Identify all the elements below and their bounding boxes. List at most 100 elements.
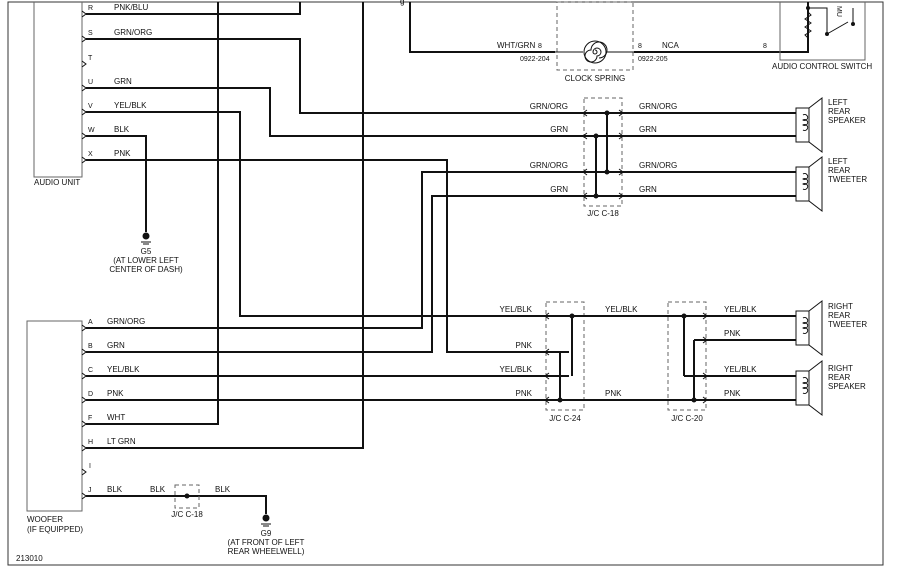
junction-label: J/C C-24: [549, 414, 581, 423]
wire-u-grn: [86, 87, 584, 137]
figure-id: 213010: [16, 554, 43, 563]
pin-letter: V: [88, 103, 93, 110]
c18-out-wire: GRN: [639, 185, 657, 194]
junction-box: [667, 301, 707, 411]
clock-spring-box: [556, 1, 634, 71]
woofer-box: [26, 320, 83, 512]
pin-letter: T: [88, 55, 93, 62]
woofer-label: WOOFER: [27, 515, 63, 524]
wire-f-wht: [86, 2, 219, 425]
clock-spring-left-pin: 8: [538, 43, 542, 50]
splice-dot: [604, 169, 610, 175]
c24-in-wire: YEL/BLK: [500, 365, 533, 374]
wire-switch: [766, 2, 809, 53]
junction-label: J/C C-18: [587, 209, 619, 218]
speaker-label-2: REAR: [828, 373, 850, 382]
pin-letter: C: [88, 367, 93, 374]
splice-dot: [593, 193, 599, 199]
speaker-label-2: REAR: [828, 166, 850, 175]
switch-trace: [808, 7, 828, 34]
speaker-coil-icon: [802, 377, 809, 394]
c20-out-wire: YEL/BLK: [724, 305, 757, 314]
splice-dot: [569, 313, 575, 319]
left-rear-tweeter: LEFT REAR TWEETER: [795, 155, 867, 213]
c24-c20-top-wire: YEL/BLK: [605, 305, 638, 314]
wire-label: BLK: [107, 485, 123, 494]
pin-letter: A: [88, 319, 93, 326]
woofer-pin-i: I: [89, 463, 91, 470]
pin-letter: D: [88, 391, 93, 398]
clock-spring-outer: [583, 40, 607, 64]
wire-label: YEL/BLK: [107, 365, 140, 374]
speaker-label-1: RIGHT: [828, 302, 853, 311]
wire-x-pnk: [86, 159, 545, 353]
speaker-coil-icon: [802, 317, 809, 334]
wire-wht-grn: [409, 2, 555, 53]
ground-icon: [142, 232, 150, 240]
left-rear-speaker: LEFT REAR SPEAKER: [795, 96, 866, 154]
pin-letter: H: [88, 439, 93, 446]
pin-letter: S: [88, 30, 93, 37]
audio-control-switch-label: AUDIO CONTROL SWITCH: [772, 62, 872, 71]
audio-unit: AUDIO UNIT R PNK/BLU S GRN/ORG T U GRN V…: [33, 2, 152, 187]
ground-symbol: [141, 241, 151, 245]
clock-spring-left-connector: 0922-204: [520, 56, 550, 63]
junction-c20: J/C C-20 YEL/BLK PNK YEL/BLK PNK: [667, 301, 796, 423]
woofer-connector-marks: [81, 324, 87, 500]
junction-c18-top: J/C C-18 GRN/ORG GRN GRN/ORG GRN GRN/ORG…: [530, 97, 796, 218]
wire-label: BLK: [114, 125, 130, 134]
wire-h-lt-grn: [86, 2, 364, 449]
pin-letter: U: [88, 79, 93, 86]
woofer-pin-h: H LT GRN: [88, 437, 136, 446]
speaker-label-3: SPEAKER: [828, 116, 866, 125]
wire-label: GRN: [114, 77, 132, 86]
speaker-label-1: RIGHT: [828, 364, 853, 373]
audio-unit-pin-s: S GRN/ORG: [88, 28, 152, 37]
audio-unit-connector-marks: [81, 10, 87, 164]
ground-g5-location-2: CENTER OF DASH): [109, 265, 183, 274]
woofer-pin-c: C YEL/BLK: [88, 365, 140, 374]
pin-letter: B: [88, 343, 93, 350]
junction-box: [583, 97, 623, 207]
audio-control-switch-box: [779, 2, 866, 61]
c24-in-wire: YEL/BLK: [500, 305, 533, 314]
splice-dot: [691, 397, 697, 403]
junction-connector-marks: [702, 312, 708, 404]
audio-unit-box: [33, 2, 83, 178]
ground-g9: G9 (AT FRONT OF LEFT REAR WHEELWELL): [228, 514, 305, 556]
wire-s-grn-org: [86, 38, 584, 114]
junction-connector-marks: [582, 109, 624, 200]
clock-spring-icon: [584, 41, 608, 63]
splice-dot: [184, 493, 190, 499]
c18-out-wire: GRN/ORG: [639, 102, 677, 111]
wire-label: PNK/BLU: [114, 3, 148, 12]
top-clipped-label: g: [400, 0, 404, 6]
pin-letter: J: [88, 487, 92, 494]
audio-unit-pin-t: T: [88, 55, 93, 62]
woofer-pin-f: F WHT: [88, 413, 125, 422]
ground-g5: G5 (AT LOWER LEFT CENTER OF DASH): [109, 232, 183, 274]
pin-letter: F: [88, 415, 92, 422]
wire-j-blk-g9: [196, 495, 267, 514]
woofer-pin-a: A GRN/ORG: [88, 317, 145, 326]
clock-spring-left-wire: WHT/GRN: [497, 41, 535, 50]
audio-unit-pin-x: X PNK: [88, 149, 131, 158]
clock-spring-right-connector: 0922-205: [638, 56, 668, 63]
wire-label: PNK: [114, 149, 131, 158]
wire-v-yel-blk: [86, 111, 545, 317]
wire-label: GRN/ORG: [114, 28, 152, 37]
speaker-cone-icon: [808, 155, 823, 213]
wire-label: WHT: [107, 413, 125, 422]
audio-unit-pin-v: V YEL/BLK: [88, 101, 147, 110]
c24-c20-bottom-wire: PNK: [605, 389, 622, 398]
clock-spring-label: CLOCK SPRING: [565, 74, 625, 83]
ground-g9-location-2: REAR WHEELWELL): [228, 547, 305, 556]
wire-label: PNK: [107, 389, 124, 398]
pin-letter: X: [88, 151, 93, 158]
switch-resistor-icon: [804, 11, 812, 39]
speaker-cone-icon: [808, 299, 823, 357]
audio-control-switch-pin: 8: [763, 43, 767, 50]
speaker-label-3: SPEAKER: [828, 382, 866, 391]
splice-dot: [681, 313, 687, 319]
